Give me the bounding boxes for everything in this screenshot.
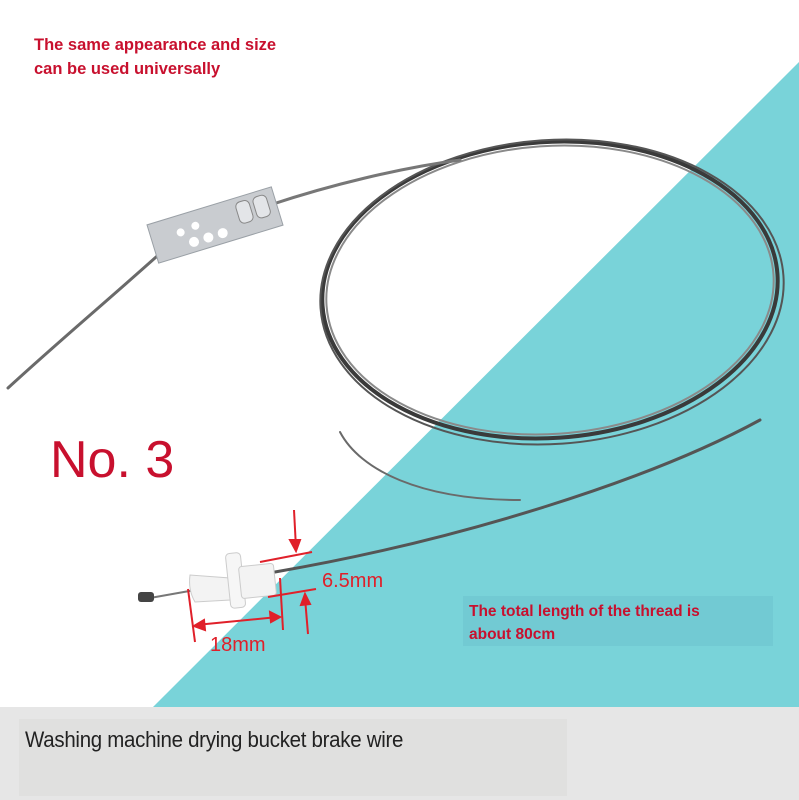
brake-wire-cable <box>6 138 785 602</box>
compatibility-note-line2: can be used universally <box>34 60 221 78</box>
diameter-dimension-label: 6.5mm <box>322 570 384 592</box>
length-dimension-label: 18mm <box>210 634 266 656</box>
compatibility-note-line1: The same appearance and size <box>34 36 277 54</box>
model-number-label: No. 3 <box>50 431 175 489</box>
mounting-plate <box>146 186 284 264</box>
total-length-note-line2: about 80cm <box>469 626 556 643</box>
compatibility-note: The same appearance and size can be used… <box>34 33 354 81</box>
total-length-note-line1: The total length of the thread is <box>469 603 700 620</box>
total-length-note: The total length of the thread is about … <box>463 596 773 646</box>
plastic-plug <box>189 552 277 609</box>
caption-box: Washing machine drying bucket brake wire <box>19 719 567 796</box>
caption-footer: Washing machine drying bucket brake wire <box>0 707 799 800</box>
dimension-markers <box>187 509 317 643</box>
product-title: Washing machine drying bucket brake wire <box>25 727 404 752</box>
teal-background-shape <box>152 62 799 708</box>
